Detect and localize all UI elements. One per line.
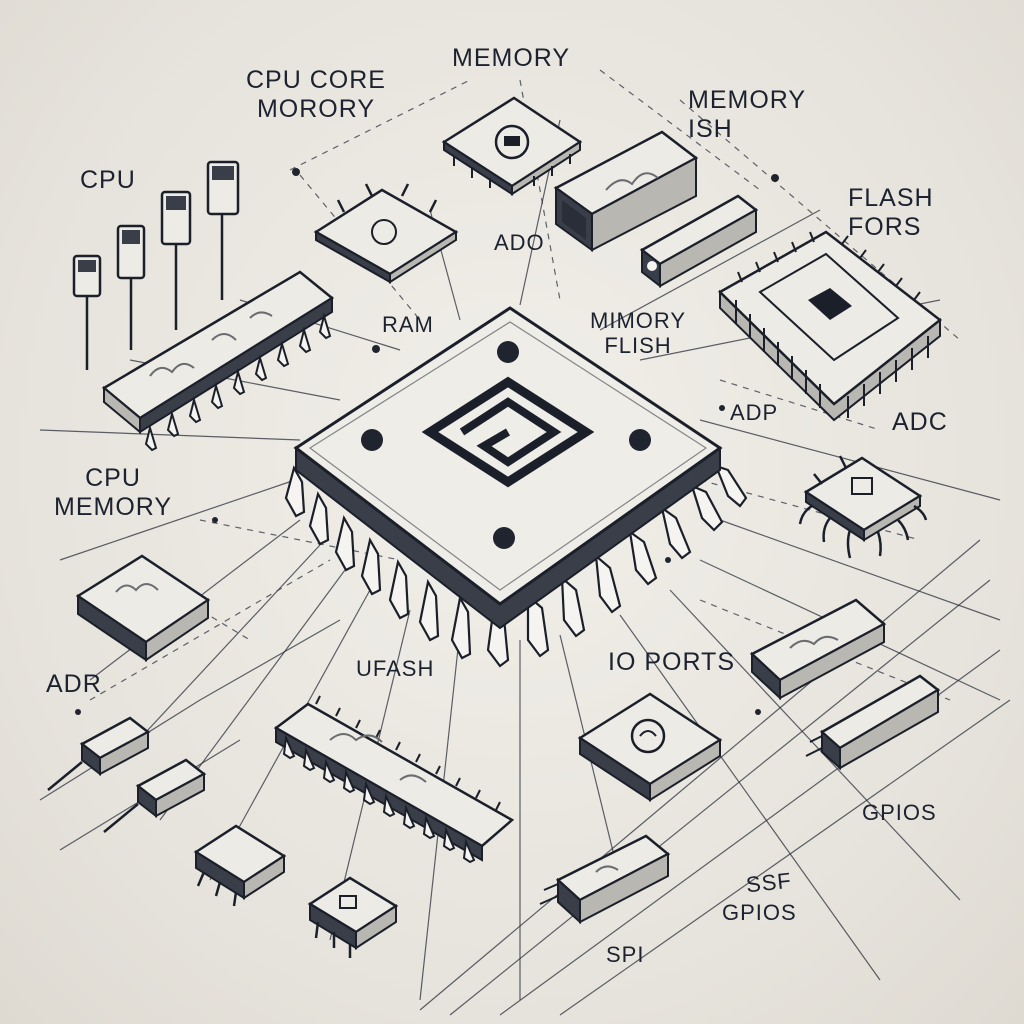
label-flash-fors-text: FLASH FORS bbox=[848, 184, 934, 241]
flash-qfp-chip bbox=[717, 230, 943, 422]
label-spi: SPI bbox=[606, 942, 645, 967]
label-cpu: CPU bbox=[80, 166, 136, 194]
adc-small-chip bbox=[798, 455, 928, 559]
label-ufash: UFASH bbox=[356, 656, 435, 681]
label-gpios-bottom: GPIOS bbox=[722, 900, 797, 925]
bottom-small-chips bbox=[193, 824, 399, 958]
left-diodes bbox=[47, 716, 207, 833]
square-spiral-logo-icon bbox=[421, 376, 595, 488]
label-memory-top: MEMORY bbox=[452, 44, 571, 72]
left-dip-chip bbox=[101, 270, 335, 452]
small-top-chip bbox=[313, 183, 459, 284]
memory-flash-module bbox=[553, 130, 699, 252]
main-cpu-chip bbox=[284, 306, 748, 668]
flash-stick bbox=[639, 194, 759, 289]
gpio-module-right bbox=[805, 674, 941, 771]
label-ram: RAM bbox=[382, 312, 434, 337]
long-dip-chip bbox=[273, 695, 515, 864]
label-ado: ADO bbox=[494, 230, 545, 255]
memory-chip-top bbox=[441, 96, 583, 196]
label-gpios-right: GPIOS bbox=[862, 800, 937, 825]
label-adc: ADC bbox=[892, 408, 948, 436]
cpu-memory-block bbox=[75, 554, 211, 662]
label-flash-fors: FLASH FORS bbox=[848, 184, 934, 242]
io-ports-chip bbox=[749, 598, 887, 701]
spi-module bbox=[539, 834, 671, 925]
label-memory-fish-text: MEMORY ISH bbox=[688, 86, 807, 143]
label-mimory-flish: MIMORY FLISH bbox=[590, 308, 686, 359]
label-io-ports: IO PORTS bbox=[608, 648, 736, 676]
label-cpu-core-memory-text: CPU CORE MORORY bbox=[246, 66, 386, 123]
probe-components bbox=[72, 160, 240, 370]
main-chip-pins bbox=[284, 464, 748, 668]
label-adp: ADP bbox=[730, 400, 779, 425]
label-ssf: SSF bbox=[744, 867, 793, 898]
label-adr: ADR bbox=[46, 670, 102, 698]
center-bottom-chip bbox=[577, 692, 723, 802]
label-mimory-flish-text: MIMORY FLISH bbox=[590, 308, 687, 359]
label-cpu-memory-text: CPU MEMORY bbox=[54, 464, 173, 521]
label-cpu-memory: CPU MEMORY bbox=[54, 464, 172, 522]
junction-dots bbox=[75, 168, 779, 715]
label-cpu-core-memory: CPU CORE MORORY bbox=[246, 66, 386, 124]
label-memory-fish: MEMORY ISH bbox=[688, 86, 806, 144]
